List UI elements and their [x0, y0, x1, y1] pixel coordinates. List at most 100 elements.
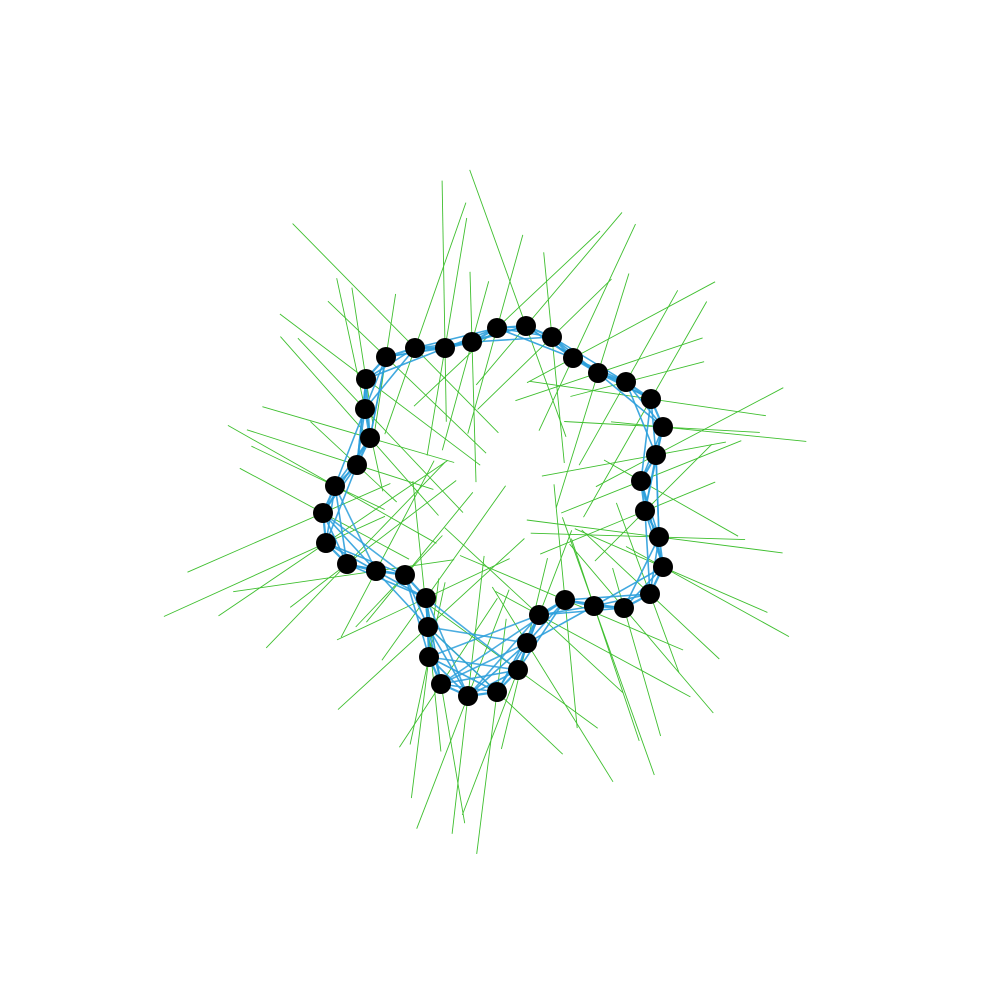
spoke-edge	[515, 337, 703, 402]
ring-edge	[427, 626, 498, 693]
ring-edge	[356, 378, 367, 466]
spoke-edge	[569, 543, 714, 714]
spoke-edge	[280, 336, 439, 516]
graph-node	[360, 428, 380, 448]
spoke-edge	[292, 223, 499, 434]
ring-edge	[526, 605, 595, 644]
spoke-edge	[262, 406, 455, 463]
spoke-edge	[543, 252, 565, 464]
graph-node	[355, 399, 375, 419]
ring-edge	[414, 327, 498, 349]
spoke-edge	[538, 223, 636, 431]
ring-edge	[625, 381, 657, 456]
ring-edge	[325, 464, 358, 544]
spoke-edge	[491, 586, 614, 783]
graph-node	[542, 327, 562, 347]
graph-node	[325, 476, 345, 496]
spoke-edge	[625, 546, 790, 637]
spoke-edge	[246, 429, 434, 490]
ring-edge	[467, 614, 540, 697]
ring-edge	[564, 593, 651, 601]
graph-node	[376, 347, 396, 367]
graph-node	[395, 565, 415, 585]
spoke-edge	[413, 230, 601, 407]
ring-edge	[334, 485, 348, 565]
spoke-edge	[416, 589, 510, 829]
graph-node	[631, 471, 651, 491]
spoke-edge	[441, 180, 447, 422]
ring-edge	[428, 614, 540, 658]
spoke-edge	[583, 301, 708, 518]
spoke-edge	[251, 445, 385, 511]
spoke-edge	[495, 591, 691, 698]
graph-node	[487, 682, 507, 702]
ring-edge	[369, 356, 387, 439]
spoke-edge	[526, 281, 716, 384]
ring-edge	[365, 347, 446, 380]
ring-edge	[428, 656, 498, 693]
graph-node	[614, 598, 634, 618]
ring-edge	[644, 510, 651, 595]
graph-node	[337, 554, 357, 574]
graph-node	[517, 633, 537, 653]
graph-node	[405, 338, 425, 358]
graph-node	[356, 369, 376, 389]
ring-edge	[467, 642, 528, 697]
graph-node	[635, 501, 655, 521]
graph-node	[516, 316, 536, 336]
ring-edge	[640, 480, 664, 568]
ring-edge	[322, 512, 377, 572]
spoke-edge	[426, 217, 468, 456]
ring-edge	[440, 642, 528, 685]
spoke-edge	[570, 538, 640, 742]
spoke-edge	[289, 480, 457, 608]
ring-edge	[322, 512, 406, 576]
graph-node	[487, 318, 507, 338]
spoke-edge	[595, 387, 784, 488]
spoke-edge	[541, 441, 726, 477]
graph-node	[416, 588, 436, 608]
spoke-edge	[327, 300, 487, 454]
graph-node	[529, 605, 549, 625]
spoke-edge	[410, 578, 440, 799]
graph-node	[366, 561, 386, 581]
ring-edge	[655, 454, 660, 538]
spoke-edge	[441, 281, 490, 451]
spoke-edge	[381, 485, 506, 661]
ring-edge	[427, 626, 469, 697]
graph-node	[458, 686, 478, 706]
spoke-edge	[475, 212, 623, 386]
ring-edge	[334, 408, 366, 487]
graph-node	[563, 348, 583, 368]
graph-node	[435, 338, 455, 358]
ring-edge	[364, 347, 416, 410]
spoke-edge	[561, 517, 655, 776]
ring-edge	[334, 485, 377, 572]
spoke-edge	[233, 559, 455, 593]
ring-edge	[425, 597, 442, 685]
graph-node	[588, 363, 608, 383]
graph-node	[640, 584, 660, 604]
ring-edge	[346, 563, 427, 599]
graph-node	[649, 527, 669, 547]
spoke-edge	[603, 459, 739, 537]
spoke-edge	[594, 443, 713, 562]
spoke-edge	[399, 597, 498, 748]
graph-node	[555, 590, 575, 610]
spoke-edge	[384, 202, 467, 435]
graph-node	[653, 557, 673, 577]
spoke-edge	[540, 481, 716, 555]
ring-edge	[640, 398, 652, 482]
graph-node	[419, 647, 439, 667]
ring-edge	[471, 336, 553, 343]
graph-node	[653, 417, 673, 437]
graph-nodes	[313, 316, 673, 706]
graph-node	[616, 372, 636, 392]
graph-node	[508, 660, 528, 680]
spoke-edge	[366, 492, 474, 623]
ring-edge	[593, 566, 664, 607]
graph-node	[316, 533, 336, 553]
spoke-edge	[297, 337, 464, 513]
